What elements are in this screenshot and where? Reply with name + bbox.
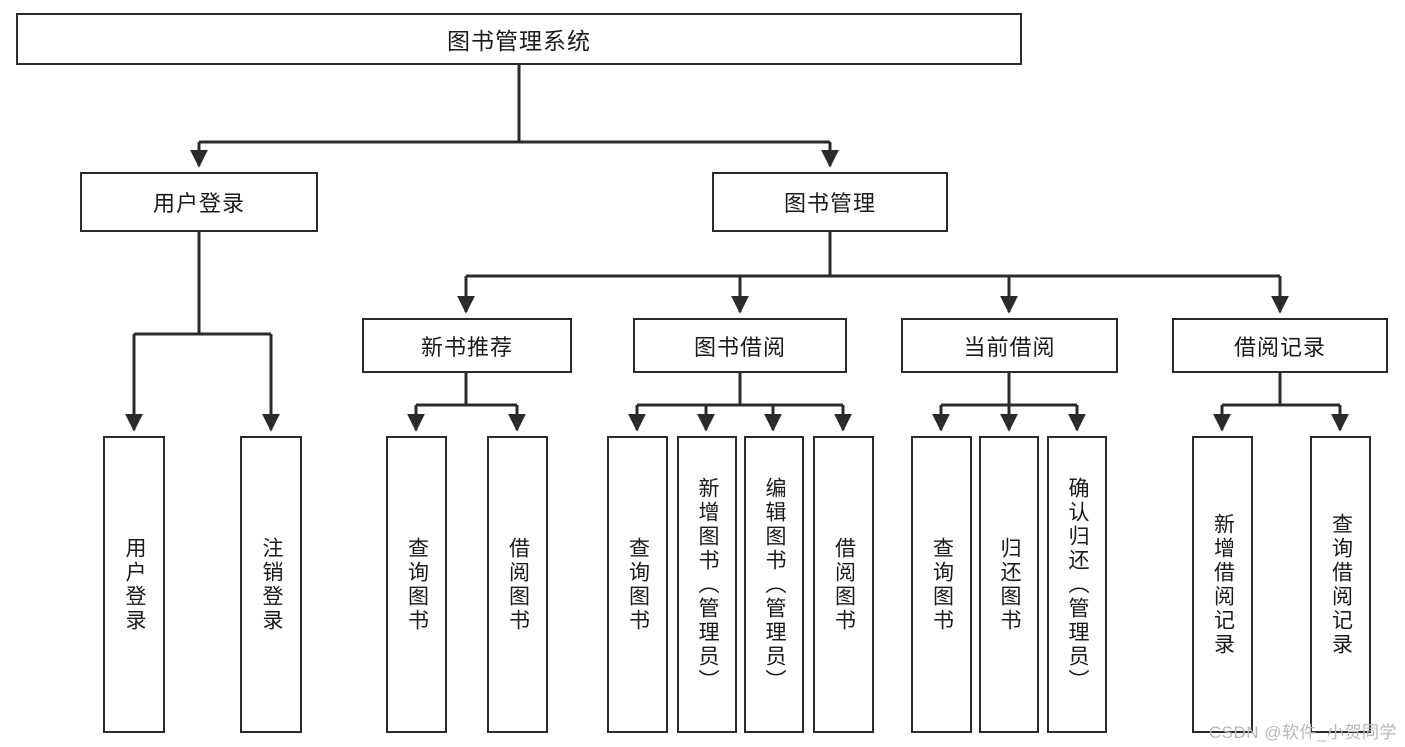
leaf-borrow-edit-book-admin[interactable]: 编辑图书（管理员） xyxy=(744,436,804,733)
node-label: 注销登录 xyxy=(260,536,284,633)
node-label: 查询图书 xyxy=(930,536,954,633)
leaf-current-return-book[interactable]: 归还图书 xyxy=(979,436,1039,733)
node-label: 查询图书 xyxy=(626,536,650,633)
node-label: 确认归还（管理员） xyxy=(1066,476,1090,693)
leaf-borrow-query-book[interactable]: 查询图书 xyxy=(607,436,668,733)
node-borrow-record[interactable]: 借阅记录 xyxy=(1172,318,1388,373)
leaf-record-add-record[interactable]: 新增借阅记录 xyxy=(1192,436,1253,733)
node-label: 借阅图书 xyxy=(506,536,530,633)
node-label: 图书管理系统 xyxy=(447,28,591,54)
node-label: 当前借阅 xyxy=(963,334,1056,360)
node-label: 图书管理 xyxy=(783,191,876,216)
node-label: 新增借阅记录 xyxy=(1211,512,1235,657)
node-label: 查询图书 xyxy=(405,536,429,633)
node-root-system[interactable]: 图书管理系统 xyxy=(16,13,1022,65)
node-label: 编辑图书（管理员） xyxy=(763,476,787,693)
leaf-user-login-signin[interactable]: 用户登录 xyxy=(103,436,165,733)
leaf-borrow-borrow-book[interactable]: 借阅图书 xyxy=(813,436,874,733)
node-book-management[interactable]: 图书管理 xyxy=(712,172,948,232)
leaf-recommend-borrow-book[interactable]: 借阅图书 xyxy=(487,436,548,733)
leaf-recommend-query-book[interactable]: 查询图书 xyxy=(386,436,447,733)
node-new-book-recommend[interactable]: 新书推荐 xyxy=(362,318,572,373)
node-label: 归还图书 xyxy=(998,536,1022,633)
node-label: 图书借阅 xyxy=(693,334,786,360)
node-user-login[interactable]: 用户登录 xyxy=(80,172,318,232)
node-label: 借阅图书 xyxy=(832,536,856,633)
leaf-record-query-record[interactable]: 查询借阅记录 xyxy=(1310,436,1371,733)
leaf-borrow-add-book-admin[interactable]: 新增图书（管理员） xyxy=(677,436,737,733)
leaf-current-query-book[interactable]: 查询图书 xyxy=(911,436,972,733)
node-label: 新增图书（管理员） xyxy=(696,476,720,693)
node-label: 用户登录 xyxy=(123,536,147,633)
leaf-user-login-signout[interactable]: 注销登录 xyxy=(240,436,302,733)
node-label: 借阅记录 xyxy=(1233,334,1326,360)
node-label: 查询借阅记录 xyxy=(1329,512,1353,657)
node-label: 用户登录 xyxy=(152,191,245,216)
leaf-current-confirm-return-admin[interactable]: 确认归还（管理员） xyxy=(1047,436,1107,733)
node-label: 新书推荐 xyxy=(420,334,513,360)
node-current-borrow[interactable]: 当前借阅 xyxy=(901,318,1118,373)
node-book-borrow[interactable]: 图书借阅 xyxy=(633,318,847,373)
csdn-watermark: CSDN @软件_小贺同学 xyxy=(1208,723,1397,742)
